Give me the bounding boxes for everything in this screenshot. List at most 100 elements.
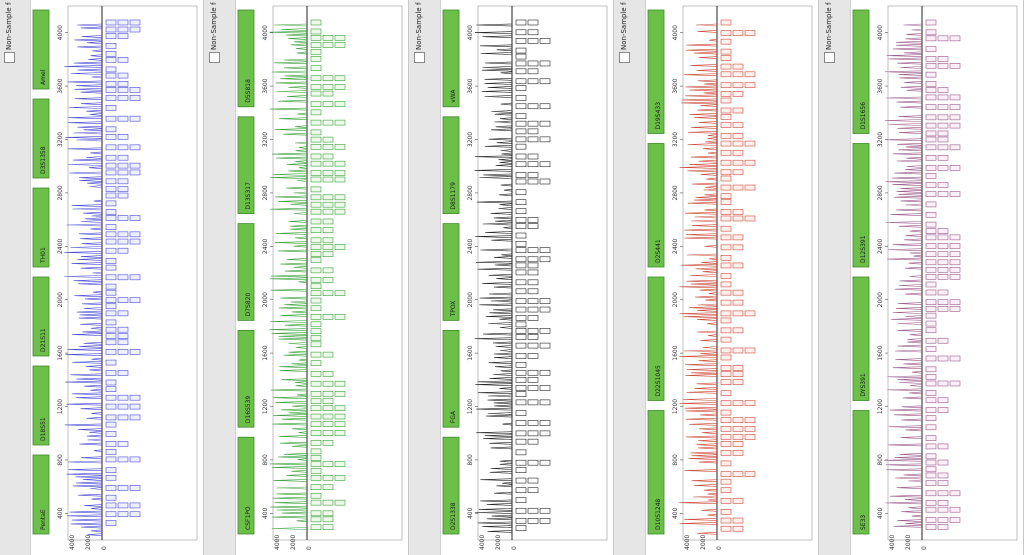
allele-call-box[interactable] <box>720 149 732 156</box>
allele-call-box[interactable] <box>322 244 334 250</box>
allele-call-box[interactable] <box>527 438 539 445</box>
allele-call-box[interactable] <box>539 507 551 514</box>
allele-call-box[interactable] <box>515 518 527 524</box>
allele-call-box[interactable] <box>732 209 744 215</box>
allele-call-box[interactable] <box>117 485 129 491</box>
allele-call-box[interactable] <box>515 288 527 295</box>
allele-call-box[interactable] <box>515 459 527 466</box>
allele-call-box[interactable] <box>117 33 129 39</box>
allele-call-box[interactable] <box>527 262 539 269</box>
allele-call-box[interactable] <box>925 201 937 208</box>
allele-call-box[interactable] <box>105 215 117 221</box>
allele-call-box[interactable] <box>925 380 937 387</box>
allele-call-box[interactable] <box>527 279 539 286</box>
allele-call-box[interactable] <box>322 461 334 467</box>
allele-call-box[interactable] <box>105 414 117 421</box>
allele-call-box[interactable] <box>117 56 129 63</box>
allele-call-box[interactable] <box>539 369 551 376</box>
allele-call-box[interactable] <box>925 355 937 362</box>
allele-call-box[interactable] <box>310 237 322 244</box>
allele-call-box[interactable] <box>937 337 949 344</box>
allele-call-box[interactable] <box>515 178 527 185</box>
allele-call-box[interactable] <box>105 238 117 245</box>
allele-call-box[interactable] <box>334 144 346 150</box>
allele-call-box[interactable] <box>334 461 346 467</box>
allele-call-box[interactable] <box>322 201 334 208</box>
allele-call-box[interactable] <box>515 369 527 376</box>
allele-call-box[interactable] <box>720 273 732 279</box>
allele-call-box[interactable] <box>322 371 334 377</box>
allele-call-box[interactable] <box>515 172 527 178</box>
allele-call-box[interactable] <box>925 154 937 161</box>
allele-call-box[interactable] <box>732 122 744 128</box>
allele-call-box[interactable] <box>515 507 527 514</box>
allele-call-box[interactable] <box>310 136 322 143</box>
allele-call-box[interactable] <box>732 234 744 241</box>
allele-call-box[interactable] <box>105 421 117 428</box>
allele-call-box[interactable] <box>334 42 346 48</box>
allele-call-box[interactable] <box>732 71 744 78</box>
allele-call-box[interactable] <box>515 361 527 368</box>
allele-call-box[interactable] <box>527 353 539 359</box>
allele-call-box[interactable] <box>539 430 551 437</box>
allele-call-box[interactable] <box>129 502 141 509</box>
allele-call-box[interactable] <box>527 136 539 143</box>
allele-call-box[interactable] <box>105 289 117 296</box>
allele-call-box[interactable] <box>925 443 937 450</box>
allele-call-box[interactable] <box>310 421 322 427</box>
allele-call-box[interactable] <box>310 405 322 412</box>
allele-call-box[interactable] <box>937 165 949 171</box>
allele-call-box[interactable] <box>937 500 949 506</box>
allele-call-box[interactable] <box>949 122 961 129</box>
allele-call-box[interactable] <box>527 377 539 383</box>
allele-call-box[interactable] <box>117 80 129 87</box>
allele-call-box[interactable] <box>527 256 539 263</box>
allele-call-box[interactable] <box>105 162 117 169</box>
allele-call-box[interactable] <box>310 335 322 341</box>
allele-call-box[interactable] <box>949 517 961 523</box>
allele-call-box[interactable] <box>925 234 937 241</box>
allele-call-box[interactable] <box>720 317 732 324</box>
marker-bin[interactable]: TPOX <box>442 223 460 321</box>
allele-call-box[interactable] <box>937 490 949 497</box>
allele-call-box[interactable] <box>527 430 539 437</box>
allele-call-box[interactable] <box>105 258 117 264</box>
allele-call-box[interactable] <box>720 400 732 406</box>
allele-call-box[interactable] <box>117 162 129 169</box>
allele-call-box[interactable] <box>334 101 346 107</box>
allele-call-box[interactable] <box>720 365 732 371</box>
allele-call-box[interactable] <box>527 477 539 484</box>
allele-call-box[interactable] <box>937 154 949 161</box>
allele-call-box[interactable] <box>310 499 322 506</box>
allele-call-box[interactable] <box>720 310 732 317</box>
allele-call-box[interactable] <box>720 19 732 26</box>
allele-call-box[interactable] <box>117 115 129 122</box>
allele-call-box[interactable] <box>720 133 732 139</box>
allele-call-box[interactable] <box>744 471 756 477</box>
allele-call-box[interactable] <box>732 441 744 447</box>
allele-call-box[interactable] <box>515 143 527 150</box>
allele-call-box[interactable] <box>949 114 961 121</box>
allele-call-box[interactable] <box>720 114 732 120</box>
allele-call-box[interactable] <box>310 468 322 474</box>
allele-call-box[interactable] <box>937 274 949 280</box>
allele-call-box[interactable] <box>732 289 744 296</box>
allele-call-box[interactable] <box>527 172 539 178</box>
allele-call-box[interactable] <box>527 153 539 160</box>
allele-call-box[interactable] <box>925 397 937 404</box>
allele-call-box[interactable] <box>334 194 346 201</box>
allele-call-box[interactable] <box>527 29 539 36</box>
allele-call-box[interactable] <box>527 223 539 229</box>
allele-call-box[interactable] <box>515 525 527 531</box>
allele-call-box[interactable] <box>322 290 334 296</box>
allele-call-box[interactable] <box>105 474 117 481</box>
allele-call-box[interactable] <box>310 75 322 82</box>
allele-call-box[interactable] <box>527 269 539 276</box>
allele-call-box[interactable] <box>527 399 539 406</box>
allele-call-box[interactable] <box>129 511 141 518</box>
allele-call-box[interactable] <box>322 314 334 320</box>
allele-call-box[interactable] <box>937 228 949 234</box>
allele-call-box[interactable] <box>539 385 551 391</box>
allele-call-box[interactable] <box>515 85 527 91</box>
